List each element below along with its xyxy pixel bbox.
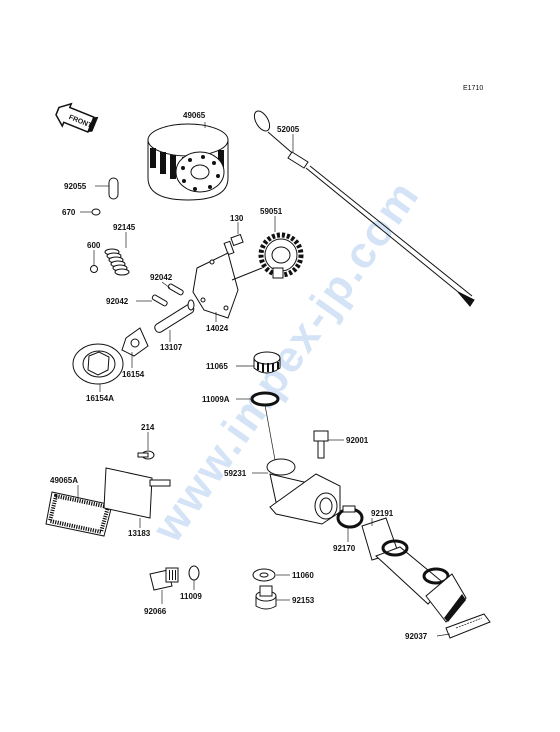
part-label-16154A[interactable]: 16154A — [86, 394, 114, 403]
washer-shape — [252, 568, 276, 582]
ball-shape — [90, 265, 98, 273]
inner-rotor-shape — [121, 327, 149, 357]
part-label-11065[interactable]: 11065 — [206, 362, 228, 371]
part-label-92042-lower[interactable]: 92042 — [106, 297, 129, 306]
part-label-92042-upper[interactable]: 92042 — [150, 273, 173, 282]
part-label-92145[interactable]: 92145 — [113, 223, 136, 232]
spring-shape — [104, 248, 130, 276]
part-label-600[interactable]: 600 — [87, 241, 101, 250]
part-label-11009A[interactable]: 11009A — [202, 395, 230, 404]
cap-shape — [253, 351, 281, 374]
clamp-shape — [336, 505, 364, 529]
part-label-670[interactable]: 670 — [62, 208, 76, 217]
dipstick-shape — [253, 110, 475, 307]
part-label-11009[interactable]: 11009 — [180, 592, 202, 601]
shaft-shape — [154, 299, 195, 333]
part-label-52005[interactable]: 52005 — [277, 125, 300, 134]
part-label-59231[interactable]: 59231 — [224, 469, 247, 478]
filler-tube-shape — [266, 458, 341, 525]
strainer-plate-shape — [103, 467, 171, 519]
part-label-59051[interactable]: 59051 — [260, 207, 283, 216]
plug-92153-shape — [255, 585, 277, 610]
part-label-92170[interactable]: 92170 — [333, 544, 356, 553]
part-label-49065[interactable]: 49065 — [183, 111, 206, 120]
diagram-code: E1710 — [463, 85, 483, 92]
gasket-shape — [250, 391, 280, 407]
part-label-214[interactable]: 214 — [141, 423, 155, 432]
part-label-92037[interactable]: 92037 — [405, 632, 428, 641]
part-label-92153[interactable]: 92153 — [292, 596, 315, 605]
part-label-92055[interactable]: 92055 — [64, 182, 87, 191]
ring-670-shape — [91, 208, 101, 216]
part-label-13107[interactable]: 13107 — [160, 343, 183, 352]
part-label-16154[interactable]: 16154 — [122, 370, 145, 379]
bolt-92001-shape — [313, 430, 329, 459]
pin-upper-shape — [167, 283, 184, 296]
part-label-11060[interactable]: 11060 — [292, 571, 314, 580]
part-label-92066[interactable]: 92066 — [144, 607, 167, 616]
insert-92037-shape — [445, 613, 491, 639]
cover-plate-shape — [192, 252, 263, 319]
gear-shape — [258, 232, 304, 279]
part-label-92191[interactable]: 92191 — [371, 509, 394, 518]
leader-lines — [77, 122, 451, 637]
part-label-14024[interactable]: 14024 — [206, 324, 229, 333]
o-ring-92055-shape — [108, 177, 119, 200]
outer-rotor-shape — [72, 343, 124, 385]
gasket-11009-shape — [188, 565, 200, 581]
part-label-49065A[interactable]: 49065A — [50, 476, 78, 485]
part-label-92001[interactable]: 92001 — [346, 436, 369, 445]
drain-plug-shape — [149, 567, 179, 591]
bolt-214-shape — [137, 450, 155, 460]
strainer-screen-shape — [45, 491, 113, 537]
part-label-13183[interactable]: 13183 — [128, 529, 151, 538]
part-label-130[interactable]: 130 — [230, 214, 244, 223]
bolt-130-shape — [223, 233, 244, 256]
hose-shape — [361, 517, 467, 623]
part-labels: 49065 52005 92055 670 92145 130 59051 60… — [50, 111, 428, 641]
front-arrow-icon: FRONT — [55, 102, 99, 134]
pin-lower-shape — [151, 294, 168, 307]
oil-filter-shape — [147, 123, 229, 201]
